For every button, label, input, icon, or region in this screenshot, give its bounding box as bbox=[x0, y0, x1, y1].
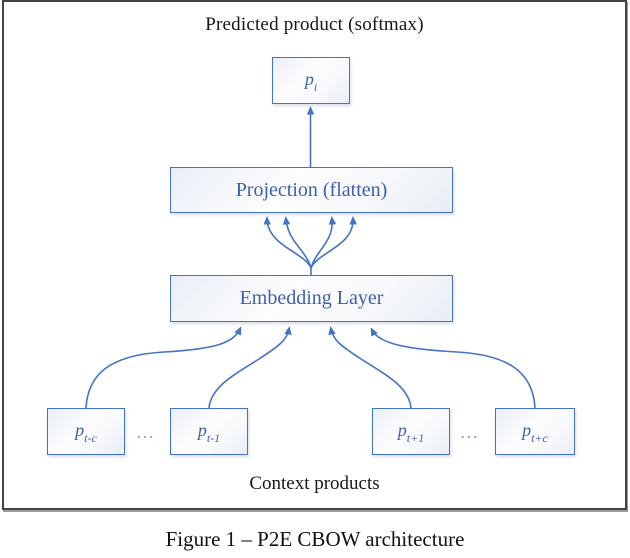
embedding-box: Embedding Layer bbox=[170, 275, 453, 322]
context-label-base: p bbox=[522, 420, 532, 441]
figure-caption: Figure 1 – P2E CBOW architecture bbox=[165, 527, 465, 551]
context-label-base: p bbox=[75, 420, 85, 441]
predicted-product-label: Predicted product (softmax) bbox=[205, 14, 424, 35]
output-label-base: p bbox=[304, 69, 314, 90]
output-box-pi: pi bbox=[272, 57, 350, 104]
context-label-sub: t+1 bbox=[406, 430, 425, 445]
context-label-sub: t-c bbox=[84, 430, 97, 445]
ellipsis-right: ... bbox=[460, 423, 480, 442]
context-label-sub: t+c bbox=[531, 430, 548, 445]
embedding-box-label: Embedding Layer bbox=[239, 287, 384, 309]
output-box-label: pi bbox=[304, 69, 318, 94]
context-box-t-1: pt-1 bbox=[170, 408, 248, 455]
ellipsis-left: ... bbox=[136, 423, 156, 442]
context-label-sub: t-1 bbox=[206, 430, 221, 445]
context-label-base: p bbox=[397, 420, 407, 441]
context-products-label: Context products bbox=[249, 473, 380, 494]
context-box-label: pt+1 bbox=[397, 420, 425, 445]
context-label-base: p bbox=[197, 420, 207, 441]
output-label-sub: i bbox=[313, 79, 318, 94]
context-box-label: pt-1 bbox=[197, 420, 221, 445]
context-box-t+c: pt+c bbox=[495, 408, 575, 455]
context-box-label: pt-c bbox=[75, 420, 97, 445]
context-box-label: pt+c bbox=[522, 420, 548, 445]
context-box-t-c: pt-c bbox=[47, 408, 125, 455]
projection-box: Projection (flatten) bbox=[170, 167, 453, 213]
projection-box-label: Projection (flatten) bbox=[235, 178, 388, 201]
context-box-t+1: pt+1 bbox=[372, 408, 450, 455]
